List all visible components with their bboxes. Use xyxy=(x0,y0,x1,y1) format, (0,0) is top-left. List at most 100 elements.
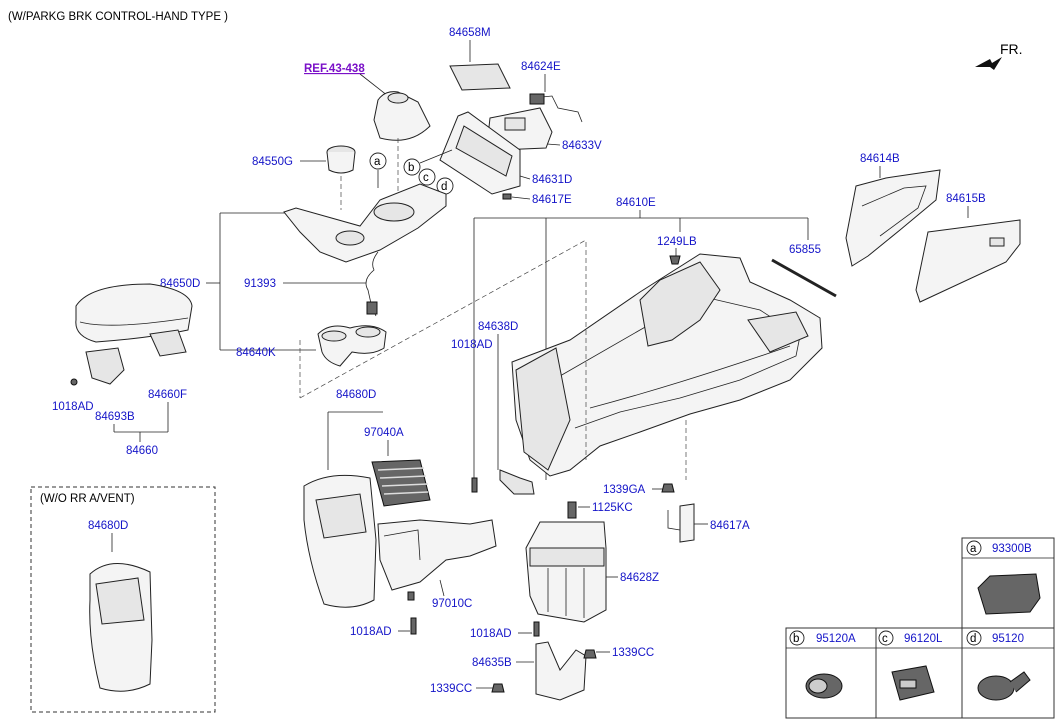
switch-93300B-icon xyxy=(977,573,1041,615)
rear-air-vent xyxy=(371,459,431,507)
front-label: FR. xyxy=(1000,41,1023,57)
usb-connector xyxy=(529,93,545,105)
bracket-84635B xyxy=(535,641,587,701)
reference-leader xyxy=(359,73,389,97)
tray-mat xyxy=(449,63,511,91)
legend-b[interactable]: b 95120A xyxy=(785,627,877,719)
legend-b-part: 95120A xyxy=(816,633,856,645)
label-84624E: 84624E xyxy=(521,61,561,73)
leader-84631D xyxy=(519,175,531,180)
label-91393: 91393 xyxy=(244,278,276,290)
label-84633V: 84633V xyxy=(562,140,602,152)
front-arrow-icon xyxy=(975,57,1002,70)
label-84631D: 84631D xyxy=(532,174,572,186)
callout-c[interactable]: c xyxy=(418,168,436,186)
inset-title: (W/O RR A/VENT) xyxy=(40,493,135,505)
rear-cover-inset-window xyxy=(95,577,145,625)
armrest-seam xyxy=(79,317,189,326)
label-84660F: 84660F xyxy=(148,389,187,401)
legend-c-part: 96120L xyxy=(904,633,943,645)
label-84628Z: 84628Z xyxy=(620,572,659,584)
duct-clip xyxy=(407,591,415,601)
legend-c-letter: c xyxy=(882,633,888,645)
callout-d-letter: d xyxy=(441,181,447,193)
label-84635B: 84635B xyxy=(472,657,512,669)
seal-strip xyxy=(771,258,837,298)
legend-a-part: 93300B xyxy=(992,543,1032,555)
side-garnish-lower xyxy=(845,169,941,267)
label-1339GA: 1339GA xyxy=(603,484,646,496)
reference-link[interactable]: REF.43-438 xyxy=(304,63,365,75)
armrest-hinge xyxy=(85,347,125,385)
screw-icon xyxy=(70,378,78,386)
shift-boot xyxy=(373,91,431,141)
leader-84617E xyxy=(511,196,531,200)
bracket-84617A-leg xyxy=(667,510,681,531)
bracket-84638D xyxy=(499,469,535,495)
legend-d-circle xyxy=(966,630,982,646)
legend-b-circle xyxy=(789,630,805,646)
callout-d[interactable]: d xyxy=(436,177,454,195)
screw-duct-icon xyxy=(410,617,417,635)
label-84638D: 84638D xyxy=(478,321,518,333)
nut-1339CC-right-icon xyxy=(583,649,597,659)
label-1018AD-main: 1018AD xyxy=(451,339,493,351)
label-1339CC-right: 1339CC xyxy=(612,647,654,659)
screw-box-icon xyxy=(533,621,540,637)
label-84680D: 84680D xyxy=(336,389,376,401)
harness-connector xyxy=(366,301,378,315)
label-84693B: 84693B xyxy=(95,411,135,423)
label-84610E: 84610E xyxy=(616,197,656,209)
callout-a-letter: a xyxy=(374,156,381,168)
clip-84617E xyxy=(502,193,512,200)
shift-boot-top xyxy=(387,92,409,104)
side-garnish-upper xyxy=(915,219,1021,303)
rear-air-duct xyxy=(377,519,497,591)
nut-1339GA-icon xyxy=(661,483,675,493)
legend-a[interactable]: a 93300B xyxy=(961,537,1055,629)
label-84660: 84660 xyxy=(126,445,158,457)
callout-a[interactable]: a xyxy=(369,152,387,170)
leader-97010C xyxy=(439,579,445,597)
label-84617A: 84617A xyxy=(710,520,750,532)
console-tray-inner xyxy=(455,125,513,177)
cupholder-left xyxy=(321,330,347,342)
switch-bezel-slot xyxy=(504,117,526,131)
rear-cover-window xyxy=(315,493,367,539)
upper-cover-opening xyxy=(373,202,415,222)
callout-bcd-leader xyxy=(419,149,453,164)
label-84650D: 84650D xyxy=(160,278,200,290)
legend-c-circle xyxy=(878,630,894,646)
legend-c[interactable]: c 96120L xyxy=(875,627,963,719)
header-note: (W/PARKG BRK CONTROL-HAND TYPE ) xyxy=(8,11,228,23)
console-main-body xyxy=(511,253,823,477)
legend-d[interactable]: d 95120 xyxy=(961,627,1055,719)
usb-harness xyxy=(531,95,583,123)
callout-b-letter: b xyxy=(408,162,414,174)
label-97040A: 97040A xyxy=(364,427,404,439)
legend-b-letter: b xyxy=(793,633,799,645)
label-84550G: 84550G xyxy=(252,156,293,168)
console-body-trim xyxy=(589,345,791,409)
label-84615B: 84615B xyxy=(946,193,986,205)
guide-diagonal xyxy=(299,239,587,399)
front-direction-indicator: FR. xyxy=(975,41,1023,70)
label-84680D-inset: 84680D xyxy=(88,520,128,532)
console-upper-cover xyxy=(283,183,447,263)
legend-a-letter: a xyxy=(970,543,977,555)
duct-edge xyxy=(383,529,421,561)
callout-b[interactable]: b xyxy=(403,158,421,176)
usb-port-slot xyxy=(899,679,917,689)
label-84640K: 84640K xyxy=(236,347,276,359)
label-65855: 65855 xyxy=(789,244,821,256)
label-1018AD-box: 1018AD xyxy=(470,628,512,640)
socket-95120-icon xyxy=(977,675,1015,701)
socket-95120-connector xyxy=(1009,671,1031,693)
nut-1339CC-left-icon xyxy=(491,683,505,693)
wire-harness xyxy=(365,251,379,317)
side-garnish-slot xyxy=(989,237,1005,247)
bracket-84617A xyxy=(679,503,695,543)
callout-c-letter: c xyxy=(423,172,429,184)
storage-box-rim xyxy=(529,547,605,567)
